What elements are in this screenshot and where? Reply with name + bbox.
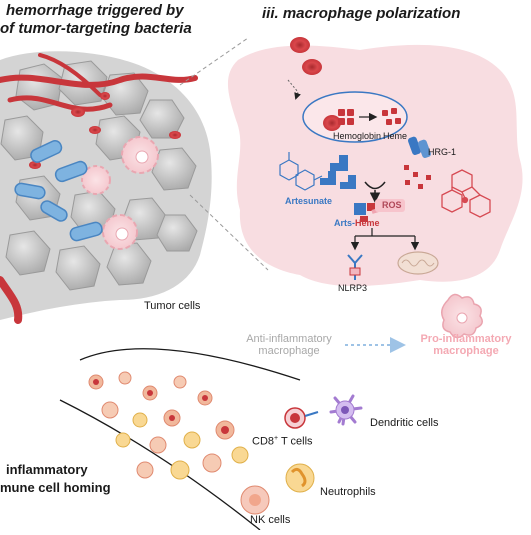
heme-suffix: Heme: [355, 218, 380, 228]
right-panel-title: iii. macrophage polarization: [262, 5, 461, 22]
tissue-macrophages: [81, 136, 159, 250]
cd8-text: CD8: [252, 435, 275, 448]
heme-icon: [382, 108, 401, 125]
nk-cells-label: NK cells: [250, 514, 291, 526]
cd8-t-cells-label: CD8+ T cells: [252, 435, 313, 448]
arts-heme-label: Arts-Heme: [334, 218, 380, 228]
pro-inflammatory-line2: macrophage: [433, 345, 499, 357]
neutrophil-icon: [285, 463, 315, 493]
heme-label: Heme: [383, 131, 408, 141]
tumor-tissue: [0, 51, 212, 324]
pro-inflammatory-line1: Pro-inflammatory: [420, 333, 512, 345]
t-cells-text: T cells: [278, 435, 313, 448]
neutrophils-label: Neutrophils: [320, 486, 376, 498]
cd8-t-cell-icon: [284, 407, 319, 429]
dendritic-cells-label: Dendritic cells: [370, 417, 439, 429]
ros-badge: [375, 199, 405, 212]
homing-title-line1: inflammatory: [6, 462, 88, 477]
arts-prefix: Arts-: [334, 218, 356, 228]
artesunate-blocks-icon: [320, 155, 356, 189]
artesunate-label: Artesunate: [285, 196, 333, 206]
anti-inflammatory-line2: macrophage: [258, 345, 320, 357]
combine-arrow: [364, 181, 386, 190]
anti-inflammatory-label: Anti-inflammatory macrophage: [235, 333, 343, 357]
nlrp3-label: NLRP3: [338, 283, 368, 293]
tumor-cells-label: Tumor cells: [144, 300, 201, 312]
macrophage-cell: [227, 44, 523, 287]
arts-heme-complex-icon: [354, 203, 375, 222]
pro-inflammatory-label: Pro-inflammatory macrophage: [405, 333, 527, 357]
free-heme-icon: [404, 165, 431, 189]
left-panel-title-line1: hemorrhage triggered by: [6, 2, 184, 19]
immune-cells-stream: [88, 371, 249, 480]
ros-label: ROS: [382, 200, 402, 210]
homing-title-line2: mune cell homing: [0, 480, 111, 495]
anti-inflammatory-line1: Anti-inflammatory: [246, 333, 332, 345]
hemorrhage-vessels: [0, 53, 198, 324]
heme-molecule-icon: [441, 169, 491, 218]
artesunate-molecule-icon: [279, 152, 323, 191]
uptake-arrow: [287, 79, 301, 100]
hrg1-label: HRG-1: [428, 147, 457, 157]
hemoglobin-icon: [338, 109, 354, 125]
vessel-walls: [59, 348, 301, 531]
mitochondria-icon: [397, 251, 439, 275]
nk-cell-icon: [240, 485, 270, 515]
hrg1-transporter-icon: [408, 136, 431, 158]
bacteria: [14, 140, 103, 242]
hemoglobin-label: Hemoglobin: [333, 131, 382, 141]
pro-inflammatory-macrophage-icon: [441, 293, 483, 339]
left-panel-title-line2: of tumor-targeting bacteria: [0, 20, 192, 37]
red-blood-cells-macrophage: [290, 37, 341, 131]
signal-branches: [350, 228, 420, 251]
cd8-superscript: +: [274, 435, 279, 442]
nlrp3-icon: [347, 254, 363, 280]
red-blood-cells-tissue: [29, 92, 181, 169]
dendritic-cell-icon: [329, 394, 363, 426]
